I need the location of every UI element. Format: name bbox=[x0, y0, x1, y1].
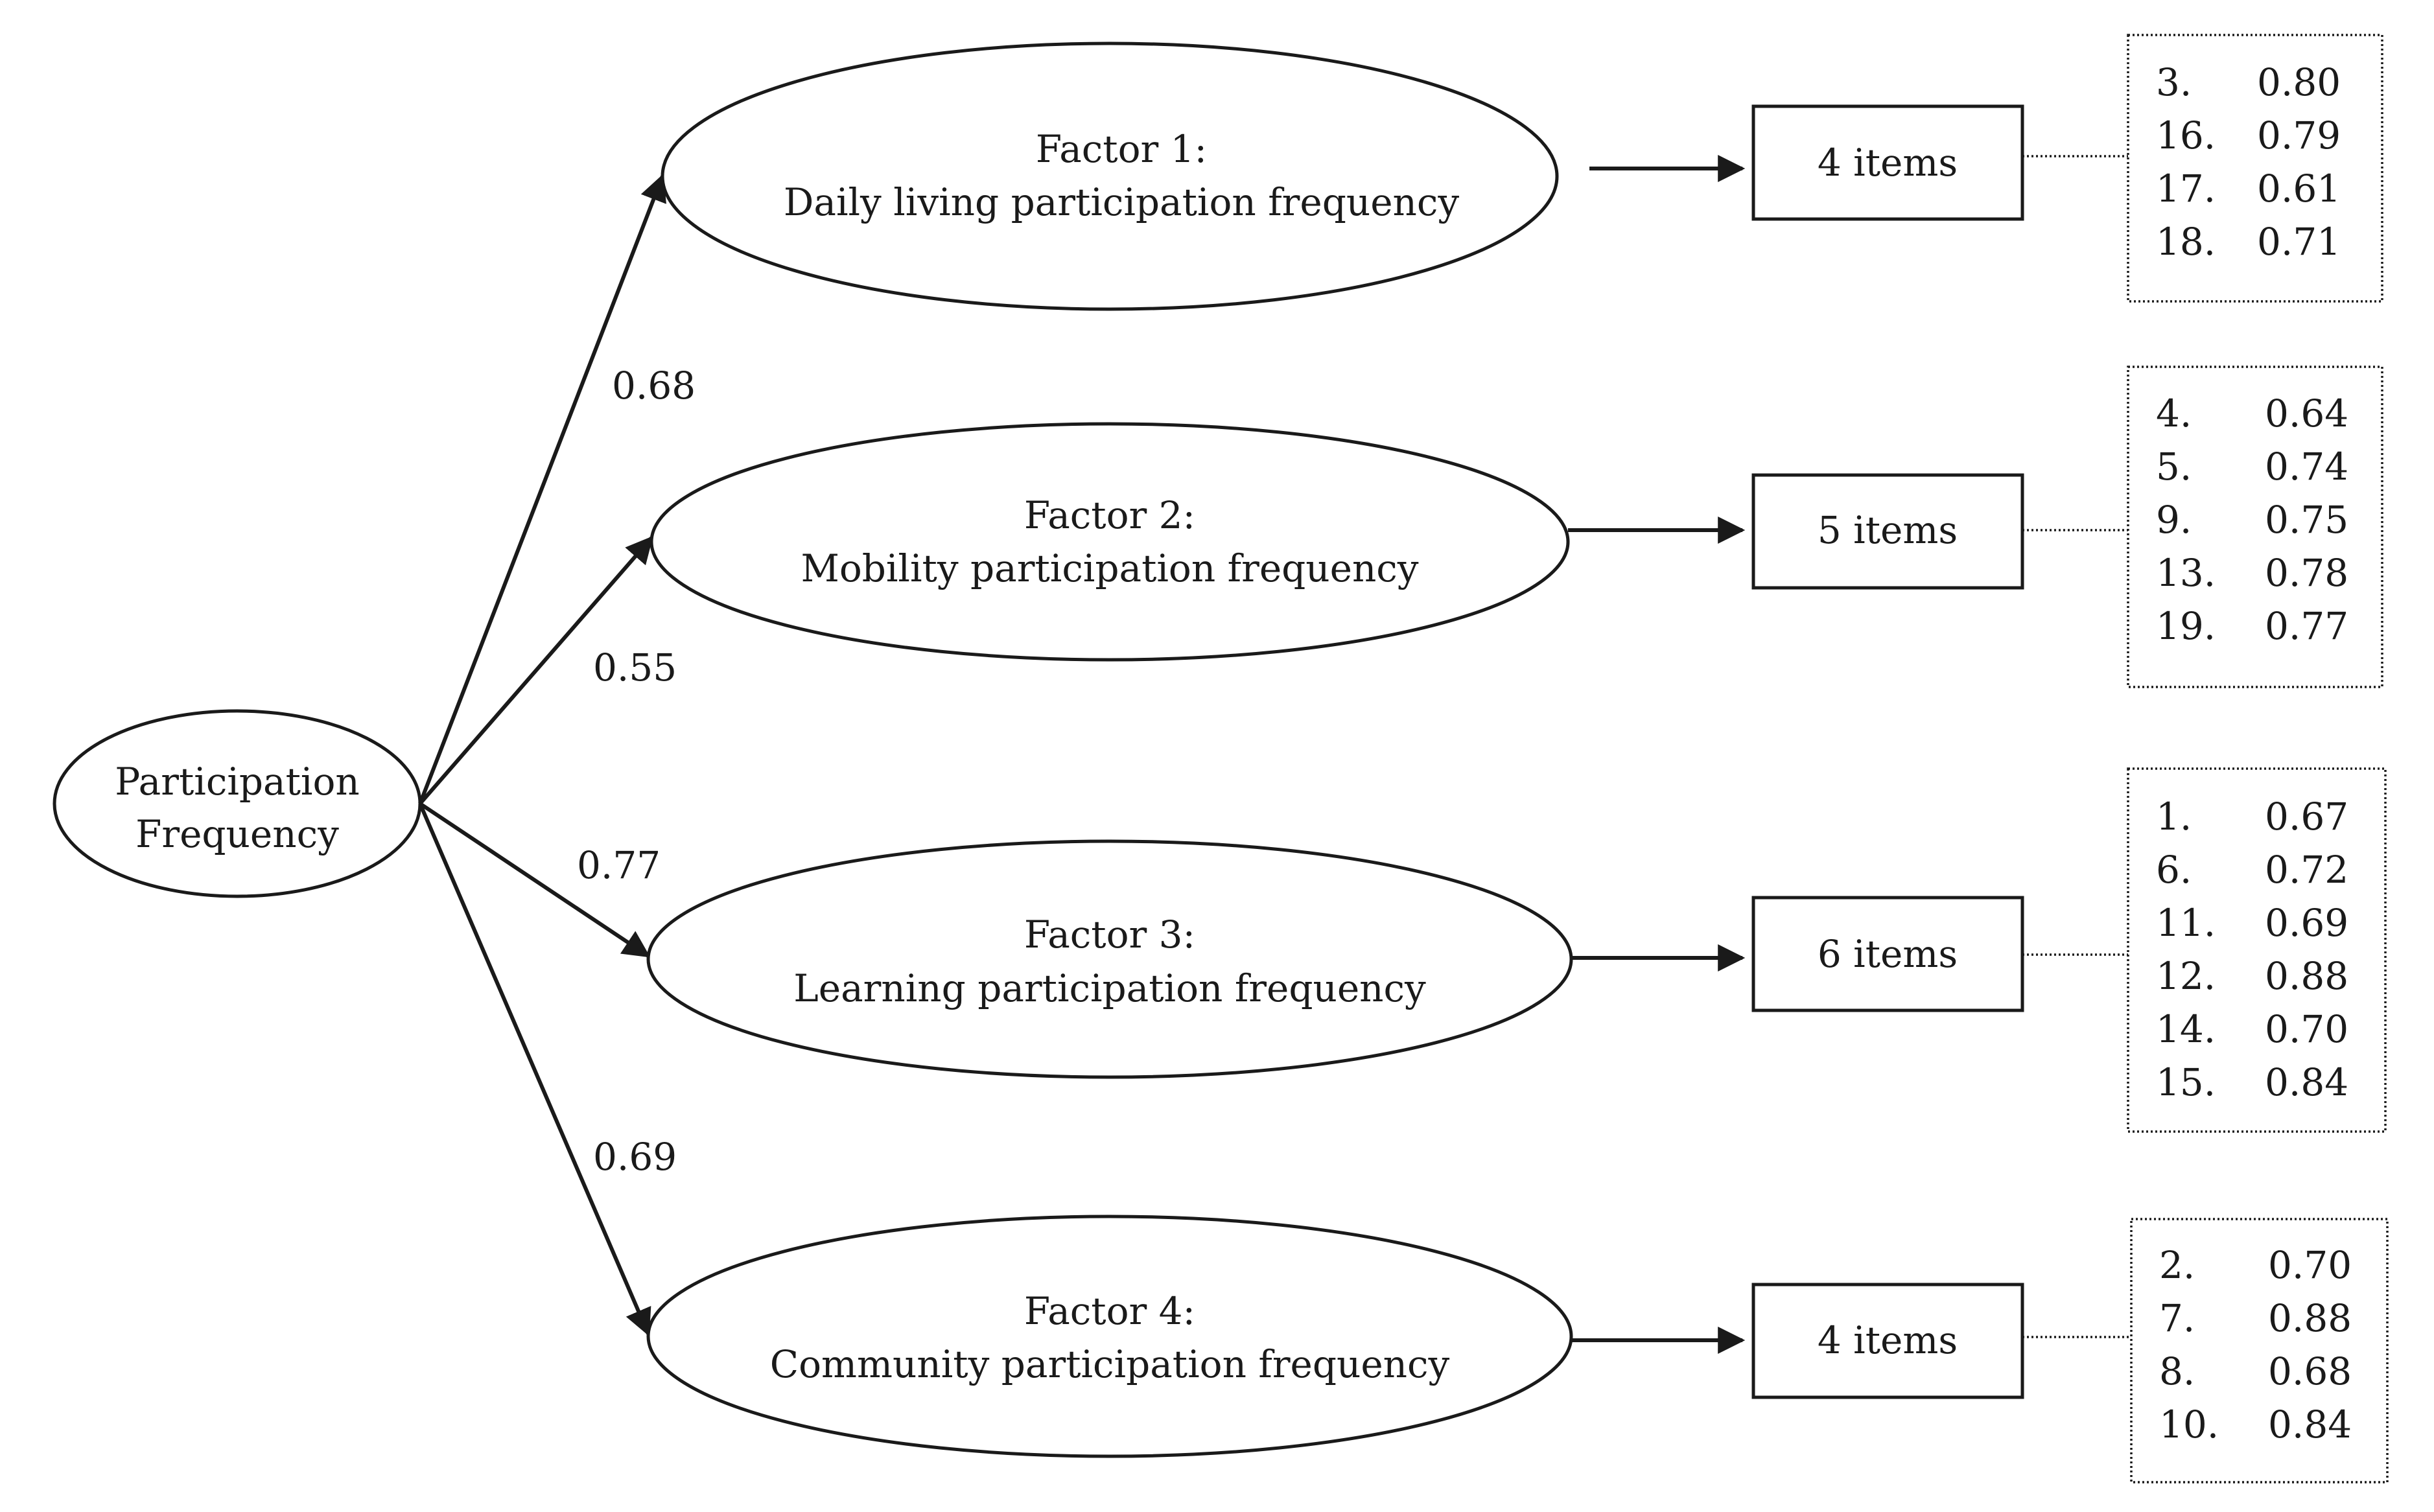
factor-4-title: Factor 4: bbox=[1024, 1289, 1195, 1333]
factor-2-loading-value: 0.78 bbox=[2265, 551, 2348, 595]
path-coefficient-factor-4: 0.69 bbox=[593, 1135, 677, 1179]
factor-3-loading-item: 15. bbox=[2156, 1060, 2216, 1104]
factor-4-loading-value: 0.88 bbox=[2268, 1296, 2352, 1340]
factor-3-ellipse bbox=[646, 839, 1573, 1079]
factor-2-ellipse bbox=[649, 422, 1570, 662]
factor-3-loading-item: 11. bbox=[2156, 901, 2216, 945]
factor-4-items-box bbox=[1751, 1283, 2024, 1399]
factor-2-loading-value: 0.77 bbox=[2265, 604, 2348, 648]
factor-3-items-box bbox=[1751, 896, 2024, 1012]
factor-1-items-box bbox=[1751, 104, 2024, 221]
factor-1-title: Factor 1: bbox=[1036, 127, 1207, 171]
path-arrow-factor-4 bbox=[418, 802, 651, 1336]
factor-2-loadings: 4. 0.64 5. 0.74 9. 0.75 13. 0.78 19. 0.7… bbox=[2156, 391, 2348, 648]
root-label-line2: Frequency bbox=[135, 812, 339, 856]
factor-4-loadings: 2. 0.70 7. 0.88 8. 0.68 10. 0.84 bbox=[2159, 1243, 2352, 1447]
factor-3-loading-item: 1. bbox=[2156, 795, 2192, 839]
factor-2-loadings-box bbox=[2127, 366, 2383, 688]
factor-3-loading-value: 0.88 bbox=[2265, 954, 2348, 998]
factor-3-loading-item: 6. bbox=[2156, 848, 2192, 892]
factor-2-loading-value: 0.75 bbox=[2265, 498, 2348, 542]
root-node: Participation Frequency bbox=[53, 709, 422, 898]
factor-4-loadings-box bbox=[2130, 1218, 2389, 1483]
factor-3-loading-item: 12. bbox=[2156, 954, 2216, 998]
factor-2-loading-item: 5. bbox=[2156, 445, 2192, 489]
factor-2-title: Factor 2: bbox=[1024, 493, 1195, 537]
factor-3-items-label: 6 items bbox=[1818, 932, 1958, 976]
factor-4-items-label: 4 items bbox=[1818, 1318, 1958, 1362]
factor-4-loading-item: 8. bbox=[2159, 1349, 2195, 1393]
factor-2-loading-item: 4. bbox=[2156, 391, 2192, 436]
factor-3-loading-value: 0.72 bbox=[2265, 848, 2348, 892]
factor-3-loading-value: 0.84 bbox=[2265, 1060, 2348, 1104]
factor-3-loadings: 1. 0.67 6. 0.72 11. 0.69 12. 0.88 14. 0.… bbox=[2156, 795, 2348, 1104]
factor-4-group: 0.69 Factor 4: Community participation f… bbox=[418, 802, 2389, 1483]
factor-4-loading-item: 10. bbox=[2159, 1402, 2219, 1447]
path-coefficient-factor-1: 0.68 bbox=[612, 364, 696, 408]
path-coefficient-factor-3: 0.77 bbox=[577, 843, 661, 887]
factor-2-loading-item: 13. bbox=[2156, 551, 2216, 595]
factor-1-loadings-box bbox=[2127, 34, 2383, 303]
factor-1-items-label: 4 items bbox=[1818, 141, 1958, 185]
factor-4-loading-value: 0.68 bbox=[2268, 1349, 2352, 1393]
factor-1-loading-item: 3. bbox=[2156, 60, 2192, 104]
factor-1-loading-item: 17. bbox=[2156, 167, 2216, 211]
factor-1-loadings: 3. 0.80 16. 0.79 17. 0.61 18. 0.71 bbox=[2156, 60, 2341, 264]
factor-3-group: 0.77 Factor 3: Learning participation fr… bbox=[419, 767, 2387, 1133]
factor-3-loading-value: 0.69 bbox=[2265, 901, 2348, 945]
factor-4-loading-item: 7. bbox=[2159, 1296, 2195, 1340]
factor-1-loading-item: 18. bbox=[2156, 220, 2216, 264]
path-arrow-factor-2 bbox=[418, 535, 653, 805]
path-coefficient-factor-2: 0.55 bbox=[593, 646, 677, 690]
factor-3-loading-value: 0.70 bbox=[2265, 1007, 2348, 1051]
factor-4-subtitle: Community participation frequency bbox=[770, 1342, 1450, 1386]
factor-2-loading-item: 9. bbox=[2156, 498, 2192, 542]
factor-4-loading-value: 0.84 bbox=[2268, 1402, 2352, 1447]
factor-1-loading-value: 0.61 bbox=[2257, 167, 2341, 211]
factor-3-subtitle: Learning participation frequency bbox=[793, 966, 1426, 1010]
factor-4-loading-value: 0.70 bbox=[2268, 1243, 2352, 1287]
factor-3-loadings-box bbox=[2127, 767, 2387, 1133]
factor-2-group: 0.55 Factor 2: Mobility participation fr… bbox=[418, 366, 2383, 805]
factor-1-loading-item: 16. bbox=[2156, 113, 2216, 157]
factor-3-loading-item: 14. bbox=[2156, 1007, 2216, 1051]
factor-3-loading-value: 0.67 bbox=[2265, 795, 2348, 839]
root-ellipse bbox=[53, 709, 422, 898]
factor-1-ellipse bbox=[661, 41, 1559, 311]
factor-1-loading-value: 0.71 bbox=[2257, 220, 2341, 264]
factor-2-loading-item: 19. bbox=[2156, 604, 2216, 648]
factor-1-loading-value: 0.79 bbox=[2257, 113, 2341, 157]
path-arrow-factor-3 bbox=[419, 802, 651, 958]
factor-4-ellipse bbox=[646, 1215, 1573, 1458]
factor-1-subtitle: Daily living participation frequency bbox=[784, 180, 1459, 224]
factor-1-loading-value: 0.80 bbox=[2257, 60, 2341, 104]
factor-1-group: 0.68 Factor 1: Daily living participatio… bbox=[418, 34, 2383, 805]
factor-2-loading-value: 0.64 bbox=[2265, 391, 2348, 436]
factor-3-title: Factor 3: bbox=[1024, 913, 1195, 957]
factor-4-loading-item: 2. bbox=[2159, 1243, 2195, 1287]
factor-2-loading-value: 0.74 bbox=[2265, 445, 2348, 489]
factor-2-subtitle: Mobility participation frequency bbox=[801, 546, 1418, 590]
root-label-line1: Participation bbox=[115, 760, 359, 804]
factor-2-items-box bbox=[1751, 473, 2024, 590]
path-arrow-factor-1 bbox=[418, 174, 666, 805]
factor-2-items-label: 5 items bbox=[1818, 508, 1958, 552]
